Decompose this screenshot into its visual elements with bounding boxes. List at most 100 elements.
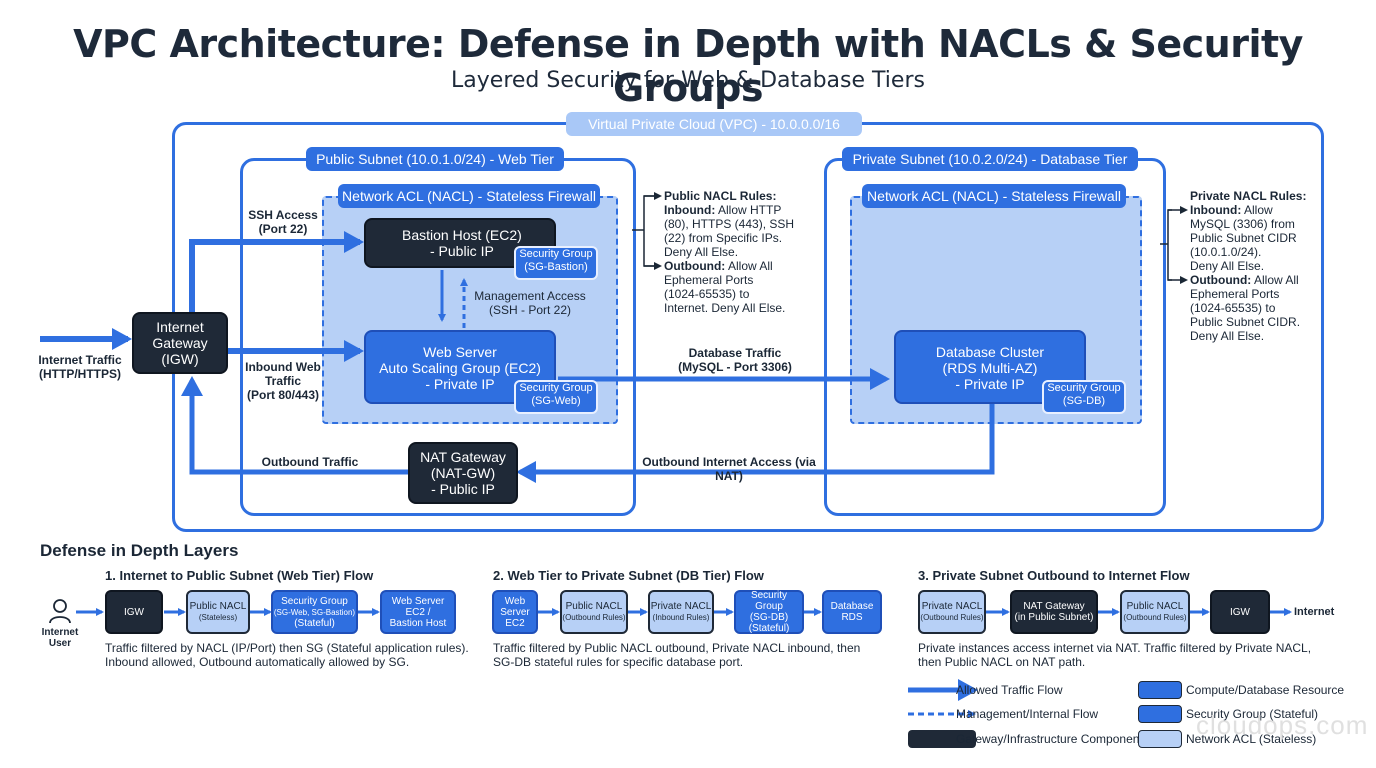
- arrow-db-to-nat: [516, 404, 995, 483]
- private-inbound-3: Public Subnet CIDR: [1190, 231, 1297, 245]
- web-line3: - Private IP: [425, 376, 495, 392]
- management-access-label: Management Access (SSH - Port 22): [470, 289, 590, 317]
- flow2-description: Traffic filtered by Public NACL outbound…: [493, 641, 873, 669]
- nat-line1: NAT Gateway: [420, 449, 506, 465]
- ssh-line2: (Port 22): [258, 222, 308, 236]
- public-nacl-label: Network ACL (NACL) - Stateless Firewall: [338, 184, 600, 208]
- flow3-nat-line1: NAT Gateway: [1023, 601, 1085, 612]
- flow2-web-line1: Web: [504, 595, 526, 607]
- internet-traffic-line2: (HTTP/HTTPS): [39, 367, 121, 381]
- flow3-desc2: then Public NACL on NAT path.: [918, 655, 1086, 669]
- flow3-description: Private instances access internet via NA…: [918, 641, 1358, 669]
- legend-gateway-swatch: [908, 730, 976, 748]
- private-outbound-4: Public Subnet CIDR.: [1190, 315, 1301, 329]
- flow3-desc1: Private instances access internet via NA…: [918, 641, 1312, 655]
- vpc-label: Virtual Private Cloud (VPC) - 10.0.0.0/1…: [566, 112, 862, 136]
- db-traffic-line1: Database Traffic: [688, 346, 782, 360]
- nat-line2: (NAT-GW): [430, 465, 496, 481]
- private-outbound-3: (1024-65535) to: [1190, 301, 1276, 315]
- flow2-web-server: Web Server EC2: [492, 590, 538, 634]
- flow1-description: Traffic filtered by NACL (IP/Port) then …: [105, 641, 475, 669]
- private-outbound-label: Outbound:: [1190, 273, 1252, 287]
- flow2-web-line2: Server: [500, 606, 530, 618]
- public-inbound-4: Deny All Else.: [664, 245, 739, 259]
- flow1-sg-line3: (Stateful): [294, 617, 335, 629]
- nat-line3: - Public IP: [431, 481, 495, 497]
- legend-allowed-label: Allowed Traffic Flow: [956, 683, 1063, 697]
- user-line2: User: [48, 638, 72, 649]
- igw-line2: Gateway: [152, 335, 208, 351]
- inbound-line3: (Port 80/443): [246, 388, 320, 402]
- legend-compute-swatch: [1138, 681, 1182, 699]
- legend-gateway-label: Gateway/Infrastructure Component: [956, 732, 1143, 746]
- public-outbound-2: Ephemeral Ports: [664, 273, 754, 287]
- public-inbound-2: (80), HTTPS (443), SSH: [664, 217, 795, 231]
- flow2-security-group: Security Group (SG-DB) (Stateful): [734, 590, 804, 634]
- flow2-db-line1: Database: [830, 601, 874, 612]
- flow2-priv-line1: Private NACL: [650, 601, 712, 612]
- inbound-line1: Inbound Web: [245, 360, 321, 374]
- web-line2: Auto Scaling Group (EC2): [379, 360, 541, 376]
- flow3-igw: IGW: [1210, 590, 1270, 634]
- ssh-access-label: SSH Access (Port 22): [238, 208, 328, 236]
- flow3-internet-label: Internet: [1294, 606, 1335, 618]
- db-line2: (RDS Multi-AZ): [942, 360, 1038, 376]
- private-nacl-label: Network ACL (NACL) - Stateless Firewall: [862, 184, 1126, 208]
- flow1-igw-text: IGW: [124, 606, 144, 618]
- flow1-nacl-line2: (Stateless): [198, 613, 238, 622]
- flow2-sg-line2: (SG-DB): [749, 612, 789, 623]
- flow1-desc2: Inbound allowed, Outbound automatically …: [105, 655, 410, 669]
- igw-line3: (IGW): [161, 351, 199, 367]
- legend-compute-label: Compute/Database Resource: [1186, 683, 1345, 697]
- private-outbound-5: Deny All Else.: [1190, 329, 1265, 343]
- private-inbound-5: Deny All Else.: [1190, 259, 1265, 273]
- flow3-pub-line1: Public NACL: [1126, 601, 1184, 612]
- flow1-nacl-line1: Public NACL: [189, 601, 247, 612]
- flow1-web-server: Web Server EC2 / Bastion Host: [380, 590, 456, 634]
- public-outbound-1: Allow All: [727, 259, 773, 273]
- igw-line1: Internet: [156, 319, 204, 335]
- private-inbound-label: Inbound:: [1190, 203, 1242, 217]
- user-line1: Internet: [41, 627, 79, 638]
- flow2-desc2: SG-DB stateful rules for specific databa…: [493, 655, 744, 669]
- legend-nacl-label: Network ACL (Stateless): [1186, 732, 1317, 746]
- flow3-private-nacl: Private NACL (Outbound Rules): [918, 590, 986, 634]
- sg-web-line2: (SG-Web): [531, 395, 581, 407]
- sg-bastion-line2: (SG-Bastion): [524, 261, 588, 273]
- inbound-web-label: Inbound Web Traffic (Port 80/443): [238, 360, 328, 402]
- flow3-nat-gateway: NAT Gateway (in Public Subnet): [1010, 590, 1098, 634]
- flow2-desc1: Traffic filtered by Public NACL outbound…: [493, 641, 861, 655]
- inbound-line2: Traffic: [264, 374, 301, 388]
- user-icon: [49, 599, 71, 624]
- public-outbound-3: (1024-65535) to: [664, 287, 750, 301]
- legend-mgmt-label: Management/Internal Flow: [956, 707, 1099, 721]
- mgmt-line2: (SSH - Port 22): [488, 303, 572, 317]
- bastion-line2: - Public IP: [430, 243, 494, 259]
- sg-db-line1: Security Group: [1047, 382, 1121, 394]
- arrow-ssh-to-bastion: [189, 231, 364, 314]
- sg-bastion-line1: Security Group: [519, 248, 593, 260]
- outbound-nat-label: Outbound Internet Access (via NAT): [642, 455, 816, 483]
- flow2-priv-line2: (Inbound Rules): [652, 613, 710, 622]
- db-traffic-line2: (MySQL - Port 3306): [678, 360, 792, 374]
- public-subnet-label: Public Subnet (10.0.1.0/24) - Web Tier: [306, 147, 564, 171]
- flow2-pub-line1: Public NACL: [565, 601, 623, 612]
- sg-web-line1: Security Group: [519, 382, 593, 394]
- flow1-security-group: Security Group (SG-Web, SG-Bastion) (Sta…: [271, 590, 358, 634]
- public-inbound-3: (22) from Specific IPs.: [664, 231, 783, 245]
- internet-user-label: Internet User: [34, 627, 86, 649]
- public-rules-bracket: [643, 195, 656, 267]
- flow3-pub-line2: (Outbound Rules): [1123, 613, 1187, 622]
- internet-traffic-label: Internet Traffic (HTTP/HTTPS): [30, 353, 130, 381]
- private-rules-title: Private NACL Rules:: [1190, 189, 1307, 203]
- flow3-public-nacl: Public NACL (Outbound Rules): [1120, 590, 1190, 634]
- watermark: cloudops.com: [1196, 710, 1369, 740]
- flow1-web-line1: Web Server: [391, 595, 445, 607]
- flow3-priv-line2: (Outbound Rules): [920, 613, 984, 622]
- web-line1: Web Server: [423, 344, 497, 360]
- flow2-web-line3: EC2: [505, 617, 525, 629]
- legend-sg-swatch: [1138, 705, 1182, 723]
- defense-section-title: Defense in Depth Layers: [40, 541, 239, 560]
- private-subnet-label: Private Subnet (10.0.2.0/24) - Database …: [842, 147, 1138, 171]
- page-title: VPC Architecture: Defense in Depth with …: [73, 22, 1303, 110]
